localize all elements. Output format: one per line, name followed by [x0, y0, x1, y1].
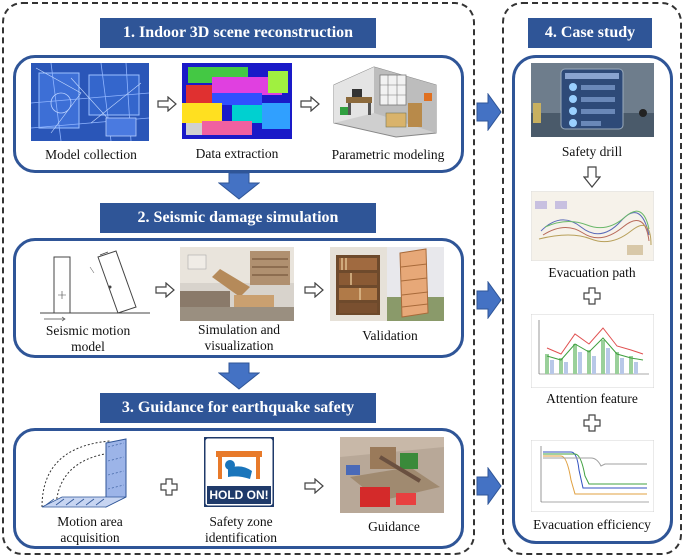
evacuation-path-image [531, 191, 654, 261]
section-2-title: 2. Seismic damage simulation [100, 203, 376, 233]
guidance-caption: Guidance [368, 519, 420, 534]
seismic-motion-model-caption: Seismic motion model [45, 323, 131, 354]
section-1-title: 1. Indoor 3D scene reconstruction [100, 18, 376, 48]
data-extraction-image [182, 63, 292, 139]
right-arrow-icon [476, 280, 502, 324]
model-collection-caption: Model collection [45, 147, 137, 162]
attention-feature-caption: Attention feature [546, 391, 638, 406]
hold-on-sign: HOLD ON! [204, 437, 274, 507]
motion-area-image [36, 437, 140, 513]
safety-drill-image [531, 63, 654, 137]
evacuation-efficiency-caption: Evacuation efficiency [533, 517, 651, 532]
right-arrow-icon [476, 92, 502, 136]
arrow-icon [157, 95, 177, 117]
plus-icon [583, 414, 601, 437]
parametric-modeling-image [324, 63, 444, 141]
model-collection-image [31, 63, 149, 141]
arrow-icon [304, 281, 324, 303]
hold-on-sign-text: HOLD ON! [209, 488, 269, 502]
guidance-image [340, 437, 444, 513]
motion-area-caption: Motion area acquisition [57, 514, 123, 545]
down-arrow-icon [217, 362, 261, 395]
case-study-frame [502, 2, 682, 555]
down-arrow-icon [582, 166, 602, 193]
simulation-image [180, 247, 294, 321]
safety-drill-caption: Safety drill [561, 144, 623, 159]
section-3-title: 3. Guidance for earthquake safety [100, 393, 376, 423]
arrow-icon [155, 281, 175, 303]
plus-icon [583, 287, 601, 310]
attention-feature-image [531, 314, 654, 388]
right-arrow-icon [476, 466, 502, 510]
parametric-modeling-caption: Parametric modeling [331, 147, 445, 162]
evacuation-path-caption: Evacuation path [548, 265, 636, 280]
plus-icon [160, 478, 178, 501]
arrow-icon [300, 95, 320, 117]
down-arrow-icon [217, 172, 261, 205]
case-study-title: 4. Case study [528, 18, 652, 48]
seismic-motion-model-image [40, 247, 150, 323]
simulation-caption: Simulation and visualization [197, 322, 281, 353]
safety-zone-caption: Safety zone identification [205, 514, 277, 545]
validation-caption: Validation [362, 328, 418, 343]
left-framework-frame [2, 2, 475, 555]
arrow-icon [304, 477, 324, 499]
data-extraction-caption: Data extraction [195, 146, 279, 161]
validation-image [330, 247, 444, 321]
evacuation-efficiency-image [531, 440, 654, 512]
